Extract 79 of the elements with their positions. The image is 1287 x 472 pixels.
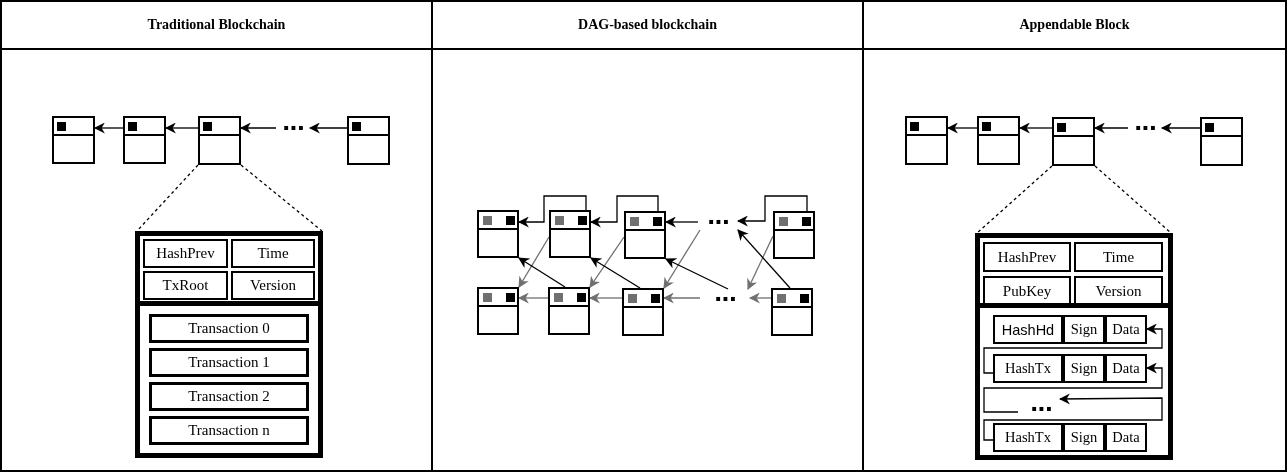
header-field: TxRoot (143, 271, 228, 300)
arrow (590, 257, 641, 289)
transaction-field: Sign (1063, 425, 1105, 450)
arrow (518, 236, 550, 288)
header-section (140, 236, 318, 306)
block-box (622, 288, 664, 336)
transaction-field: Sign (1063, 356, 1105, 381)
transaction-row (993, 315, 1147, 344)
header-field: HashPrev (983, 242, 1071, 272)
table-column (862, 0, 1287, 472)
column-title: DAG-based blockchain (578, 17, 717, 33)
ellipsis: ... (276, 118, 310, 136)
header-field: Time (231, 239, 315, 268)
block-box (977, 116, 1020, 165)
ellipsis: ... (1128, 118, 1162, 136)
arrow (517, 292, 549, 304)
arrow (1018, 122, 1053, 134)
arrow (588, 292, 623, 304)
block-box (549, 210, 591, 258)
guide-line (240, 164, 323, 232)
table-column (0, 0, 433, 472)
transaction-entry: Transaction 2 (149, 382, 309, 411)
arrow (518, 257, 566, 288)
arrow (1160, 122, 1201, 134)
arrow (93, 122, 124, 134)
block-box (905, 116, 948, 165)
block-detail-box (975, 233, 1173, 460)
arrow (663, 229, 701, 289)
block-box (1200, 117, 1243, 166)
block-box (548, 287, 590, 335)
arrow (589, 195, 659, 228)
arrow (748, 292, 772, 304)
guide-line (1094, 165, 1172, 234)
block-box (771, 288, 813, 336)
ellipsis: ... (700, 289, 750, 307)
block-detail-box (135, 231, 323, 458)
arrow (239, 122, 277, 134)
arrow (983, 362, 1163, 413)
block-box (624, 211, 666, 259)
arrow (164, 122, 199, 134)
arrow (665, 258, 729, 290)
column-title: Traditional Blockchain (147, 17, 286, 33)
arrow (662, 292, 701, 304)
block-box (347, 116, 390, 165)
header-field: Version (1074, 276, 1163, 303)
arrow (736, 195, 808, 227)
block-box (198, 116, 241, 165)
arrow (517, 195, 587, 228)
block-box (52, 116, 95, 164)
transaction-field: Sign (1063, 317, 1105, 342)
block-box (123, 116, 166, 164)
arrow (589, 236, 625, 288)
block-box (477, 287, 519, 335)
transaction-entry: Transaction 1 (149, 348, 309, 377)
guide-line (136, 164, 199, 232)
header-field: HashPrev (143, 239, 228, 268)
ellipsis: ... (698, 212, 738, 230)
arrow (747, 235, 774, 290)
ellipsis: ... (1018, 399, 1064, 419)
arrow (308, 122, 348, 134)
arrow (983, 393, 1163, 441)
block-box (1052, 117, 1095, 166)
block-box (773, 211, 815, 259)
arrow (946, 122, 978, 134)
table-column (431, 0, 864, 472)
transaction-row (993, 423, 1147, 452)
arrow (983, 323, 1163, 374)
transaction-entry: Transaction n (149, 416, 309, 445)
arrow (664, 216, 699, 228)
header-field: Time (1074, 242, 1163, 272)
block-box (477, 210, 519, 258)
arrow (737, 229, 791, 289)
arrow (1093, 122, 1129, 134)
transaction-entry: Transaction 0 (149, 314, 309, 343)
header-field: Version (231, 271, 315, 300)
transaction-row (993, 354, 1147, 383)
guide-line (976, 165, 1053, 234)
header-field: PubKey (983, 276, 1071, 303)
column-title: Appendable Block (1019, 17, 1130, 33)
